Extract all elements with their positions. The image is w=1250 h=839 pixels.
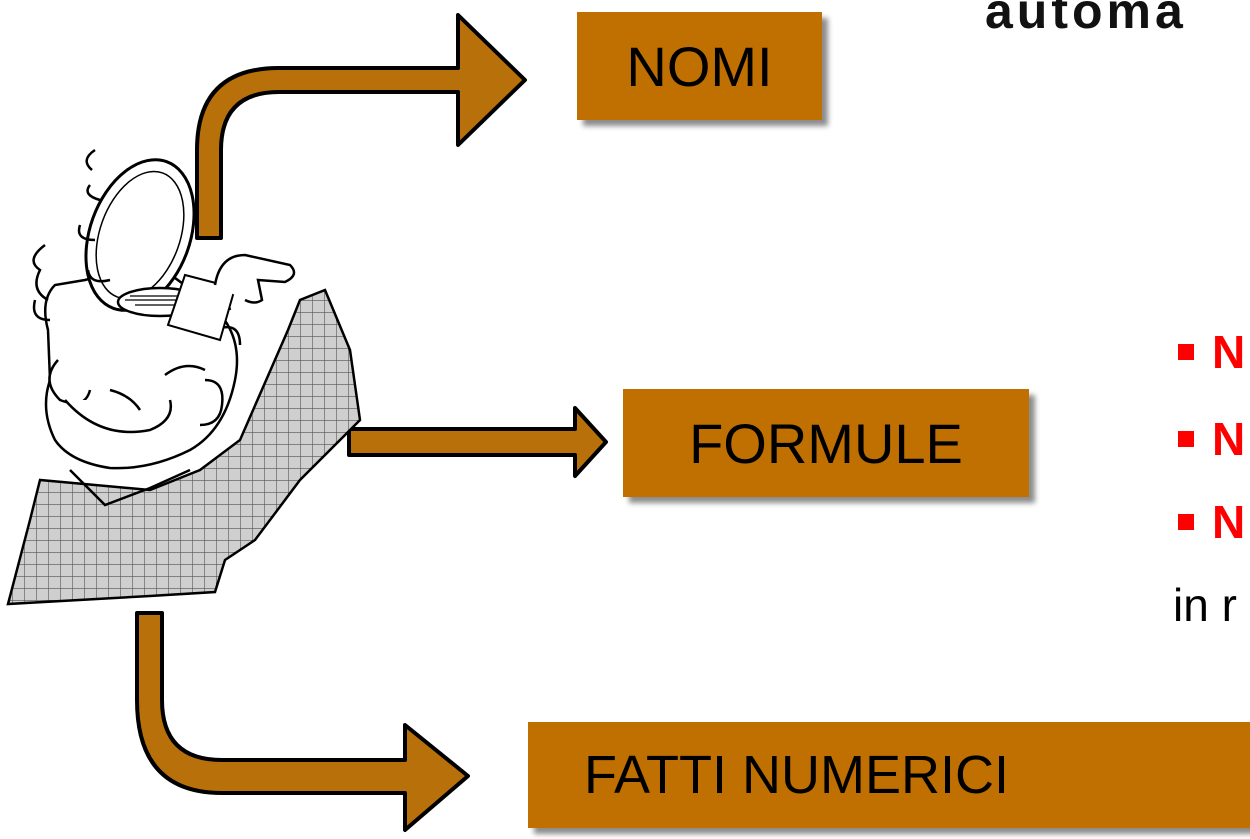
bullet-text: N <box>1212 326 1246 378</box>
arrow-to-fatti-numerici <box>135 611 470 832</box>
formule-box: FORMULE <box>623 389 1029 497</box>
fatti-numerici-label: FATTI NUMERICI <box>584 745 1009 805</box>
nomi-box: NOMI <box>577 12 822 120</box>
fatti-numerici-box: FATTI NUMERICI <box>528 722 1250 828</box>
bullet-square-icon <box>1178 344 1194 360</box>
bullet-square-icon <box>1178 431 1194 447</box>
trailing-text: in r <box>1173 579 1237 631</box>
nomi-label: NOMI <box>626 34 773 98</box>
arrow-to-formule <box>347 406 608 478</box>
arrow-to-nomi <box>195 13 527 240</box>
formule-label: FORMULE <box>689 411 963 475</box>
bullet-item: N <box>1178 412 1245 466</box>
bullet-item: N <box>1178 495 1245 549</box>
bullet-text: N <box>1212 496 1246 548</box>
bullet-square-icon <box>1178 514 1194 530</box>
bullet-text: N <box>1212 413 1246 465</box>
bullet-item: N <box>1178 325 1245 379</box>
person-opening-head-icon <box>6 148 362 606</box>
heading-text: automa <box>985 0 1187 39</box>
